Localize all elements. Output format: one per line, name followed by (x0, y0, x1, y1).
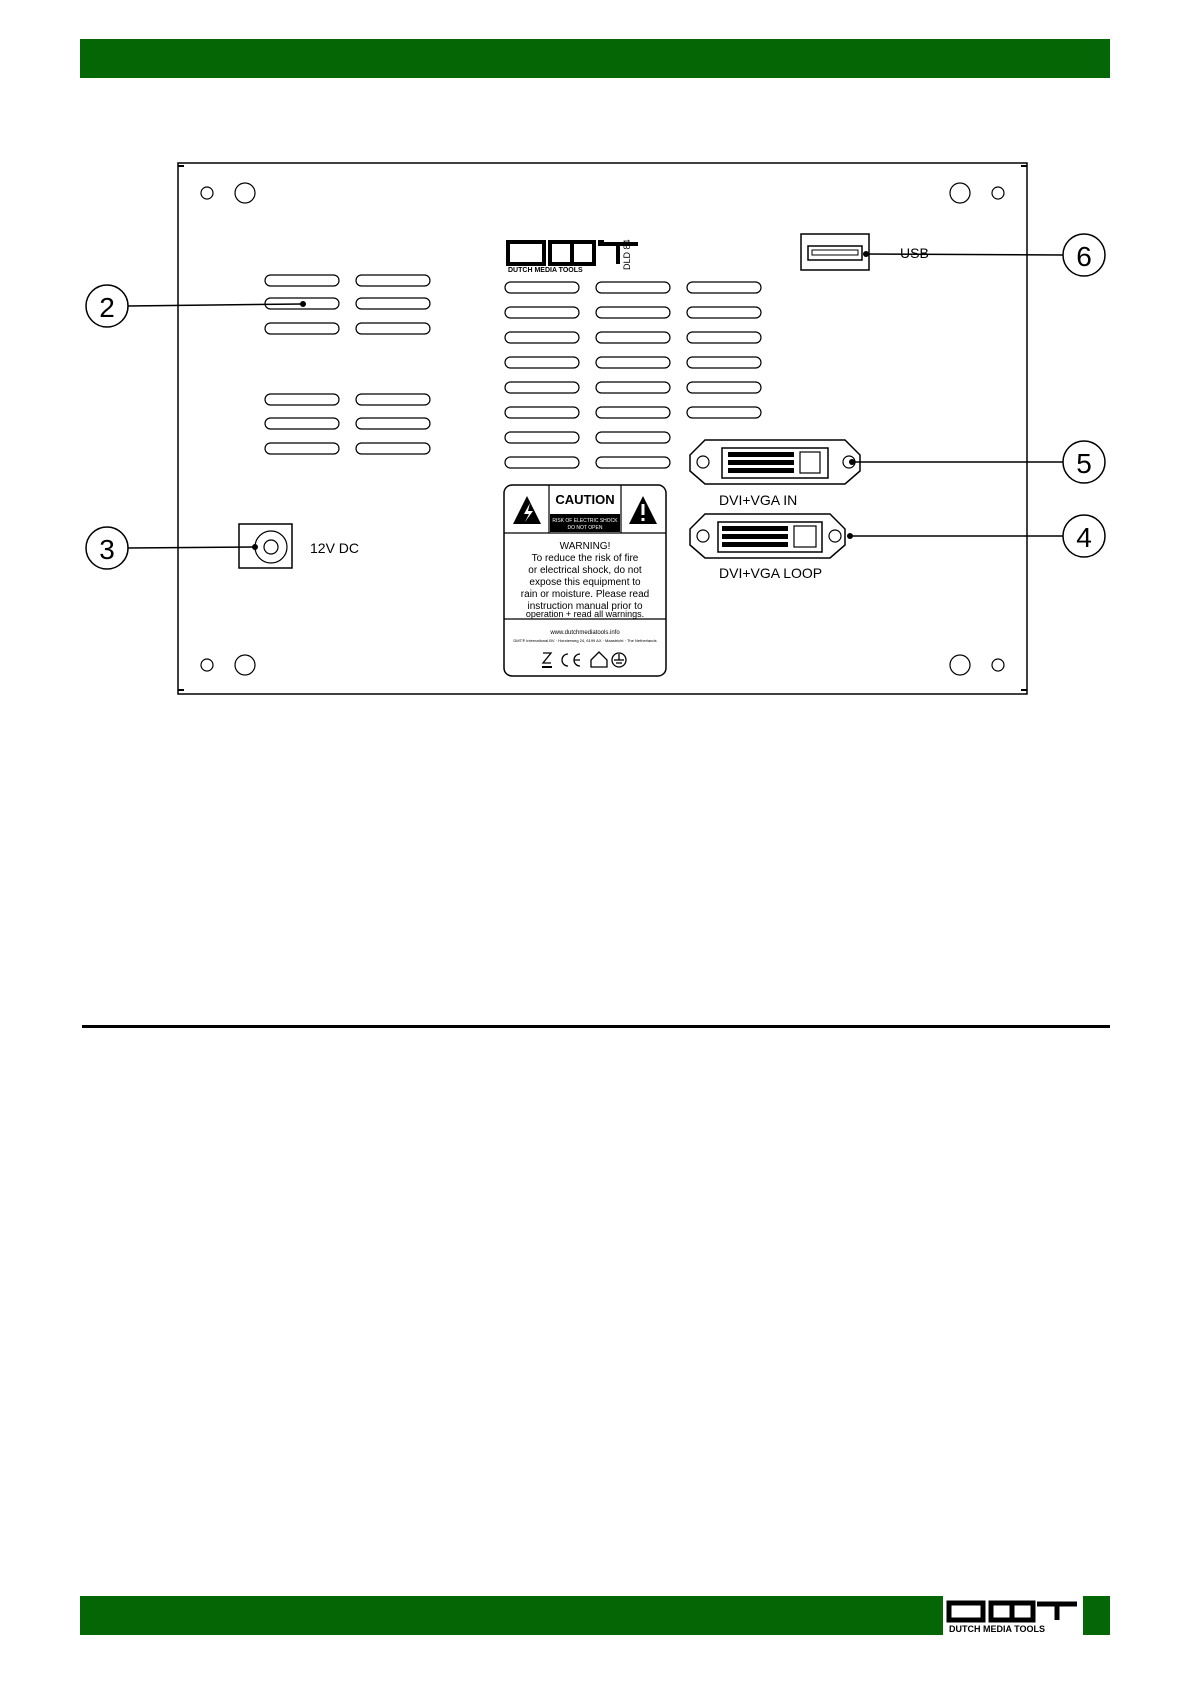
dc-label: 12V DC (310, 540, 359, 556)
dmt-logo-icon: DUTCH MEDIA TOOLS (946, 1600, 1077, 1634)
callout-number: 6 (1076, 241, 1092, 272)
caution-title: CAUTION (555, 492, 614, 507)
indoor-use-icon (590, 651, 608, 668)
header-bar (80, 39, 1110, 78)
callout-number: 2 (99, 292, 115, 323)
panel-logo-tagline: DUTCH MEDIA TOOLS (508, 267, 583, 274)
warning-line: To reduce the risk of fire (532, 553, 639, 564)
ce-mark-icon (561, 653, 569, 667)
section-divider (82, 1025, 1110, 1028)
warning-line: instruction manual prior to (527, 601, 642, 612)
panel-model-label: DLD 84 (622, 239, 632, 270)
warning-line: rain or moisture. Please read (521, 589, 649, 600)
footer-tagline: DUTCH MEDIA TOOLS (949, 1624, 1045, 1634)
usb-label: USB (900, 245, 929, 261)
label-website: www.dutchmediatools.info (549, 630, 620, 636)
mounting-holes (200, 182, 1005, 676)
risk-line-1: RISK OF ELECTRIC SHOCK (552, 518, 618, 524)
label-address: DMT® International BV · Horsterweg 24, 6… (513, 638, 656, 643)
left-vents-top (264, 274, 431, 335)
callout-number: 5 (1076, 448, 1092, 479)
callout-2: 2 (85, 284, 306, 328)
warning-line: expose this equipment to (529, 577, 641, 588)
ground-earth-icon (611, 652, 627, 668)
warning-title: WARNING! (560, 541, 611, 552)
left-vents-bottom (264, 393, 431, 455)
weee-bin-icon (541, 652, 553, 664)
dvi-vga-loop-connector (689, 513, 846, 559)
callout-number: 3 (99, 534, 115, 565)
certification-icons (541, 651, 627, 668)
callout-6: 6 (863, 233, 1106, 277)
panel-corner-marks (178, 165, 1027, 691)
warning-line: operation + read all warnings. (526, 609, 644, 619)
warning-label: CAUTION RISK OF ELECTRIC SHOCK DO NOT OP… (503, 484, 667, 677)
dvi-vga-in-connector (689, 439, 861, 485)
dvi-loop-label: DVI+VGA LOOP (719, 565, 822, 581)
callout-5: 5 (849, 440, 1106, 484)
warning-line: or electrical shock, do not (528, 565, 642, 576)
panel-outline (177, 162, 1028, 695)
usb-port (800, 233, 870, 271)
dc-power-jack (238, 523, 293, 569)
dvi-in-label: DVI+VGA IN (719, 492, 797, 508)
callout-4: 4 (847, 514, 1106, 558)
risk-line-2: DO NOT OPEN (568, 525, 603, 531)
callout-3: 3 (85, 526, 258, 570)
footer-bar (80, 1596, 1110, 1635)
footer-logo: DUTCH MEDIA TOOLS (943, 1596, 1083, 1635)
center-vents (504, 281, 762, 469)
callout-number: 4 (1076, 522, 1092, 553)
panel-dmt-logo: DUTCH MEDIA TOOLS DLD 84 (506, 239, 638, 274)
